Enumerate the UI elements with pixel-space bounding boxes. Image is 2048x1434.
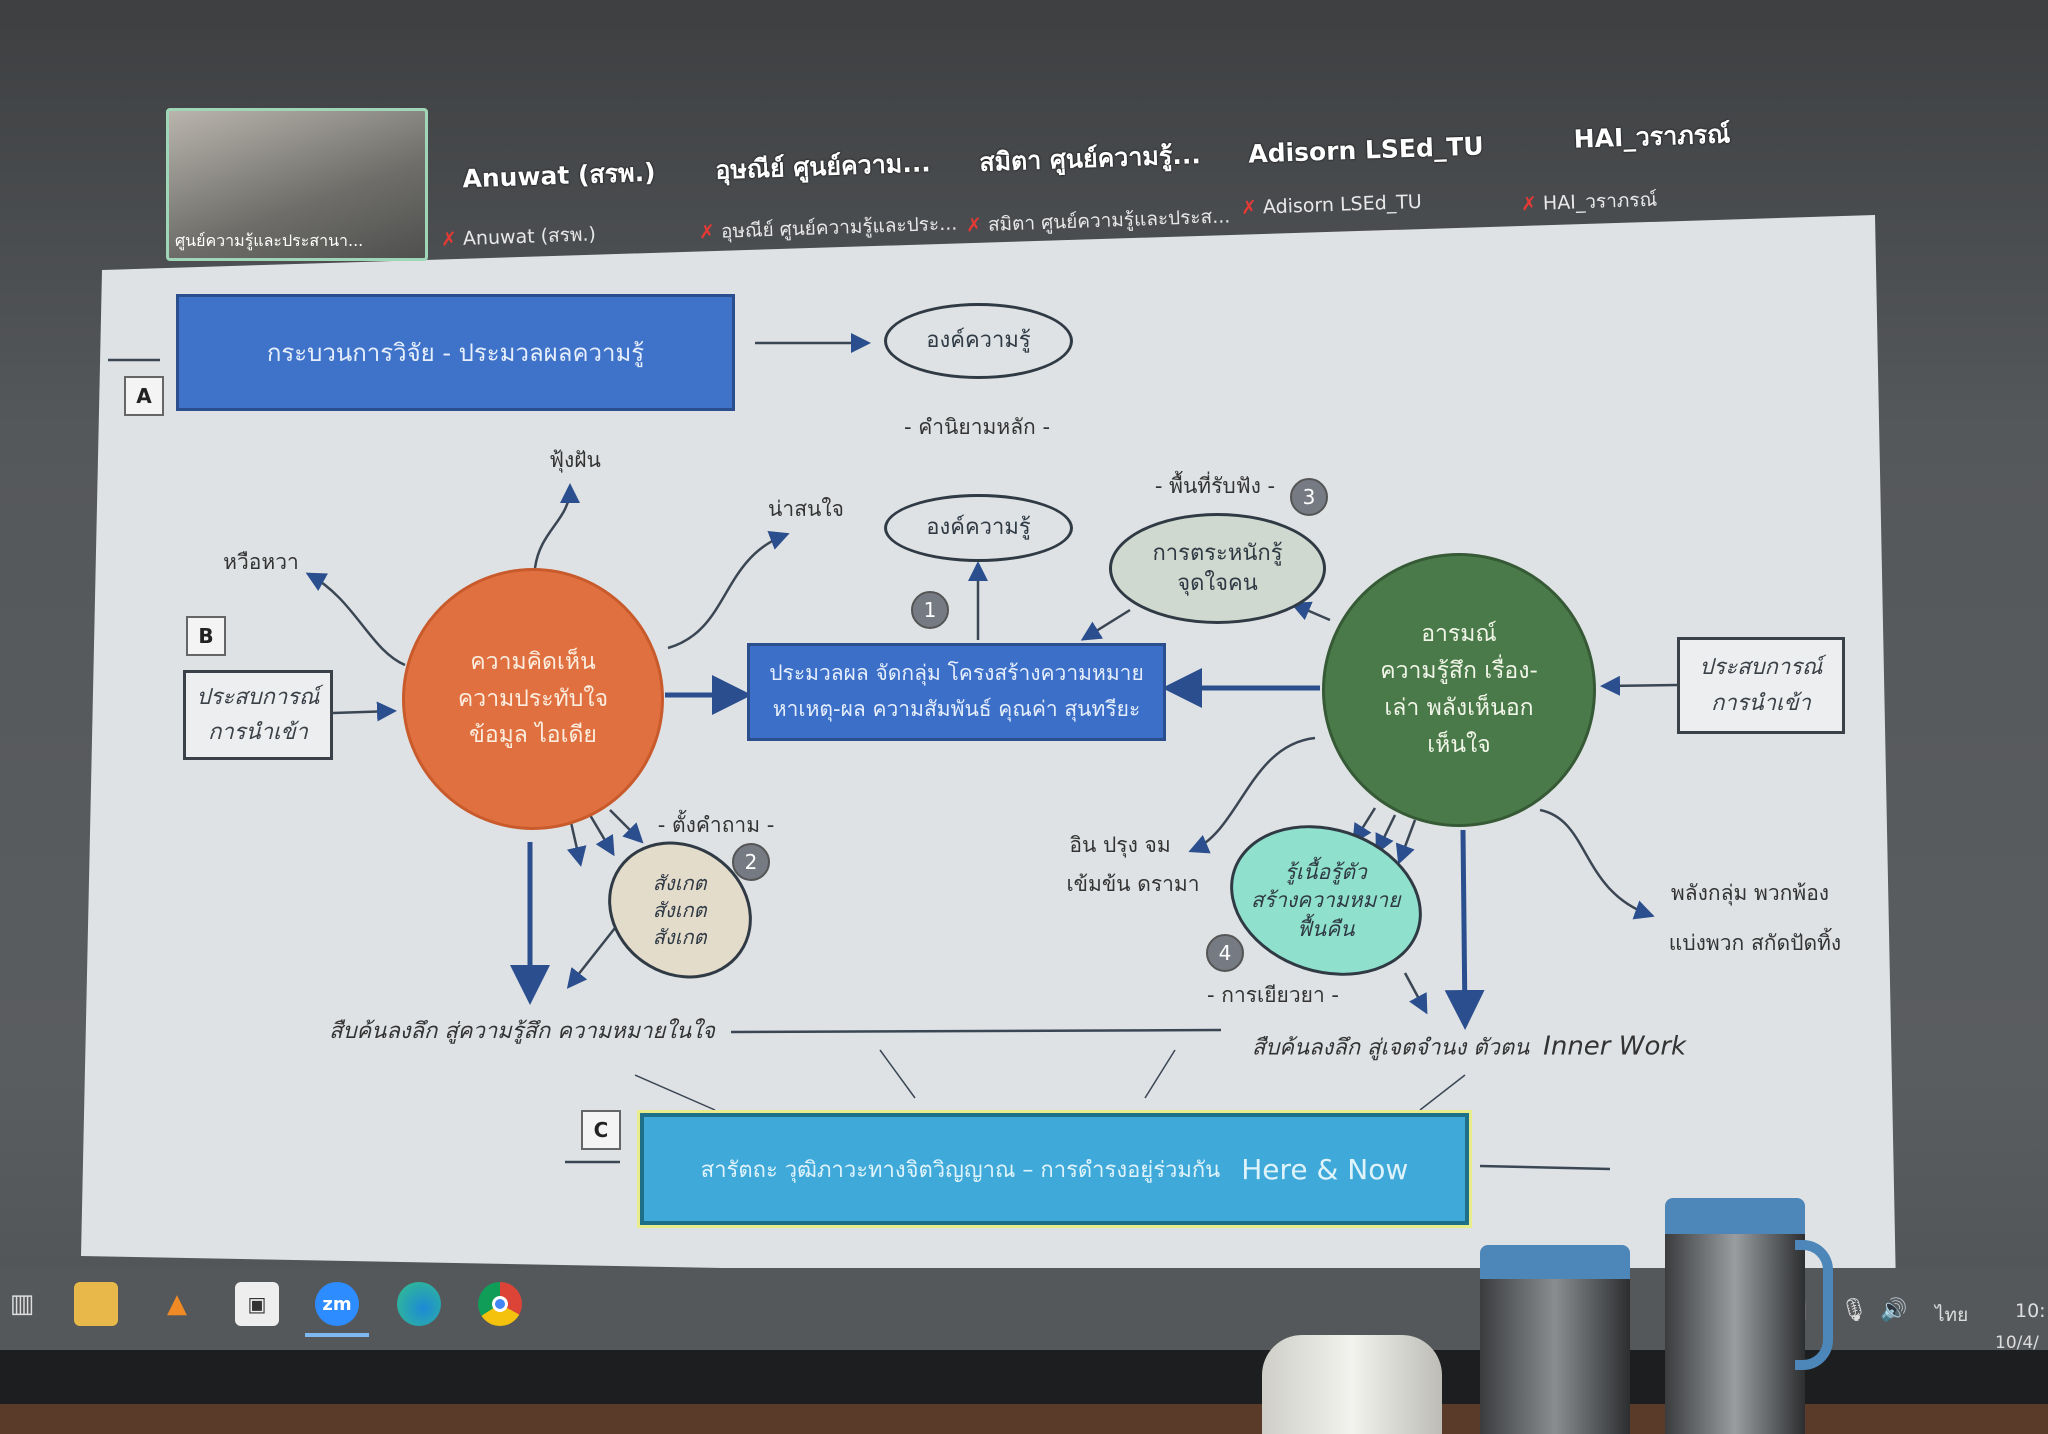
connector-line <box>730 1028 1222 1034</box>
interesting-label: น่าสนใจ <box>768 496 844 521</box>
deep-inquiry-feeling: สืบค้นลงลึก สู่ความรู้สึก ความหมายในใจ <box>329 1019 715 1045</box>
arrow-left-input <box>332 701 397 722</box>
here-now-label: Here & Now <box>1241 1152 1409 1186</box>
deep-inquiry-intent-text: สืบค้นลงลึก สู่เจตจำนง ตัวตน <box>1251 1035 1530 1061</box>
app-icon[interactable]: ▣ <box>235 1282 279 1326</box>
arrow-to-observe <box>588 814 615 857</box>
spiritual-maturity-box: สารัตถะ วุฒิภาวะทางจิตวิญญาณ – การดำรงอย… <box>637 1110 1472 1228</box>
step-badge-2: 2 <box>732 843 770 881</box>
left-input-box: ประสบการณ์การนำเข้า <box>183 670 333 760</box>
flashy-label: หวือหวา <box>223 549 299 574</box>
input-language[interactable]: ไทย <box>1935 1304 1969 1326</box>
section-c-title: สารัตถะ วุฒิภาวะทางจิตวิญญาณ – การดำรงอย… <box>700 1157 1221 1183</box>
chrome-icon[interactable] <box>478 1282 522 1326</box>
listening-space-label: - พื้นที่รับฟัง - <box>1154 473 1276 498</box>
opinion-line: ความคิดเห็น <box>470 648 596 675</box>
step-badge-4: 4 <box>1206 934 1244 972</box>
section-b-label: B <box>186 616 226 656</box>
arrow-green-down <box>1444 829 1485 1030</box>
microphone-icon[interactable]: 🎙 <box>1840 1298 1868 1323</box>
observe-line: สังเกต <box>653 870 707 895</box>
emotion-line: อารมณ์ <box>1421 621 1497 648</box>
mindful-line: สร้างความหมาย <box>1251 888 1401 913</box>
left-input-line: ประสบการณ์ <box>196 684 320 710</box>
left-input-line: การนำเข้า <box>208 720 308 745</box>
awareness-line: การตระหนักรู้ <box>1152 540 1283 566</box>
knowledge-ellipse: องค์ความรู้ <box>884 494 1073 562</box>
pitcher <box>1665 1198 1805 1434</box>
arrow-to-drama <box>1188 736 1316 854</box>
awareness-line: จุดใจคน <box>1177 570 1258 596</box>
arrow-to-daydream <box>533 483 580 569</box>
opinion-circle: ความคิดเห็นความประทับใจข้อมูล ไอเดีย <box>402 568 664 830</box>
opinion-line: ความประทับใจ <box>457 685 609 712</box>
drama-line-1: อิน ปรุง จม <box>1069 832 1171 857</box>
emotion-line: ความรู้สึก เรื่อง- <box>1380 658 1538 685</box>
clock-date[interactable]: 10/4/ <box>1995 1333 2039 1353</box>
right-input-box: ประสบการณ์การนำเข้า <box>1677 637 1845 734</box>
arrow-right-input <box>1600 675 1678 696</box>
arrow-to-observe <box>566 817 587 867</box>
awareness-ellipse: การตระหนักรู้จุดใจคน <box>1109 513 1326 624</box>
emotion-line: เล่า พลังเห็นอก <box>1384 695 1534 721</box>
arrow-to-mindful <box>1395 819 1417 865</box>
arrow-to-mindful <box>1375 814 1397 855</box>
arrow-observe-to-deep <box>566 927 616 989</box>
connector-line <box>1144 1049 1176 1099</box>
edge-icon[interactable] <box>397 1282 441 1326</box>
process-box: ประมวลผล จัดกลุ่ม โครงสร้างความหมายหาเหต… <box>747 643 1166 741</box>
connector-line <box>634 1074 716 1111</box>
group-power-line-2: แบ่งพวก สกัดปัดทิ้ง <box>1668 930 1842 955</box>
task-view-icon[interactable]: ▥ <box>9 1289 35 1319</box>
mindful-line: ฟื้นคืน <box>1297 916 1355 941</box>
questioning-label: - ตั้งคำถาม - <box>657 812 775 837</box>
deep-inquiry-intent: สืบค้นลงลึก สู่เจตจำนง ตัวตน Inner Work <box>1252 1029 1686 1064</box>
healing-label: - การเยียวยา - <box>1207 982 1339 1007</box>
zoom-icon[interactable]: zm <box>315 1282 359 1326</box>
connector-line <box>1479 1164 1611 1171</box>
arrow-to-group-power <box>1539 808 1655 920</box>
mindful-line: รู้เนื้อรู้ตัว <box>1284 859 1368 884</box>
section-c-label: C <box>581 1110 621 1150</box>
key-definition-label: - คำนิยามหลัก - <box>903 414 1051 439</box>
arrow-to-interesting <box>667 531 790 650</box>
arrow-to-flashy <box>305 572 406 667</box>
pitcher <box>1480 1245 1630 1434</box>
knowledge-ellipse-top: องค์ความรู้ <box>884 303 1073 379</box>
opinion-line: ข้อมูล ไอเดีย <box>469 722 597 749</box>
right-input-line: การนำเข้า <box>1711 690 1811 716</box>
pitcher-handle <box>1795 1240 1833 1370</box>
observe-line: สังเกต <box>653 924 707 949</box>
thumbnail-caption: ศูนย์ความรู้และประสานา... <box>175 231 364 250</box>
arrow-green-to-awareness <box>1290 601 1331 622</box>
mug <box>1262 1335 1442 1434</box>
emotion-circle: อารมณ์ความรู้สึก เรื่อง- เล่า พลังเห็นอกเ… <box>1322 553 1596 827</box>
process-line: หาเหตุ-ผล ความสัมพันธ์ คุณค่า สุนทรียะ <box>772 697 1141 721</box>
right-input-line: ประสบการณ์ <box>1699 655 1823 681</box>
arrow-mindful-to-deep <box>1403 972 1428 1015</box>
research-process-box: กระบวนการวิจัย - ประมวลผลความรู้ <box>176 294 735 411</box>
step-badge-3: 3 <box>1290 478 1328 516</box>
step-badge-1: 1 <box>911 591 949 629</box>
vlc-icon[interactable]: ▲ <box>167 1289 187 1319</box>
connector-line <box>1419 1074 1466 1111</box>
observe-line: สังเกต <box>653 897 707 922</box>
connector-line <box>879 1049 916 1099</box>
arrow-to-observe <box>609 809 644 844</box>
daydream-label: ฟุ้งฝัน <box>549 447 601 472</box>
group-power-line-1: พลังกลุ่ม พวกพ้อง <box>1670 880 1830 905</box>
process-line: ประมวลผล จัดกลุ่ม โครงสร้างความหมาย <box>769 661 1144 686</box>
active-app-indicator <box>305 1333 369 1337</box>
volume-icon[interactable]: 🔊 <box>1880 1298 1908 1323</box>
drama-line-2: เข้มข้น ดรามา <box>1066 871 1200 896</box>
participant-video-thumbnail[interactable]: ศูนย์ความรู้และประสานา... <box>166 108 428 261</box>
file-explorer-icon[interactable] <box>74 1282 118 1326</box>
inner-work-label: Inner Work <box>1543 1031 1687 1062</box>
emotion-line: เห็นใจ <box>1427 731 1491 758</box>
section-a-label: A <box>124 376 164 416</box>
clock-time[interactable]: 10: <box>2015 1300 2046 1322</box>
arrow-awareness-to-process <box>1080 608 1131 641</box>
